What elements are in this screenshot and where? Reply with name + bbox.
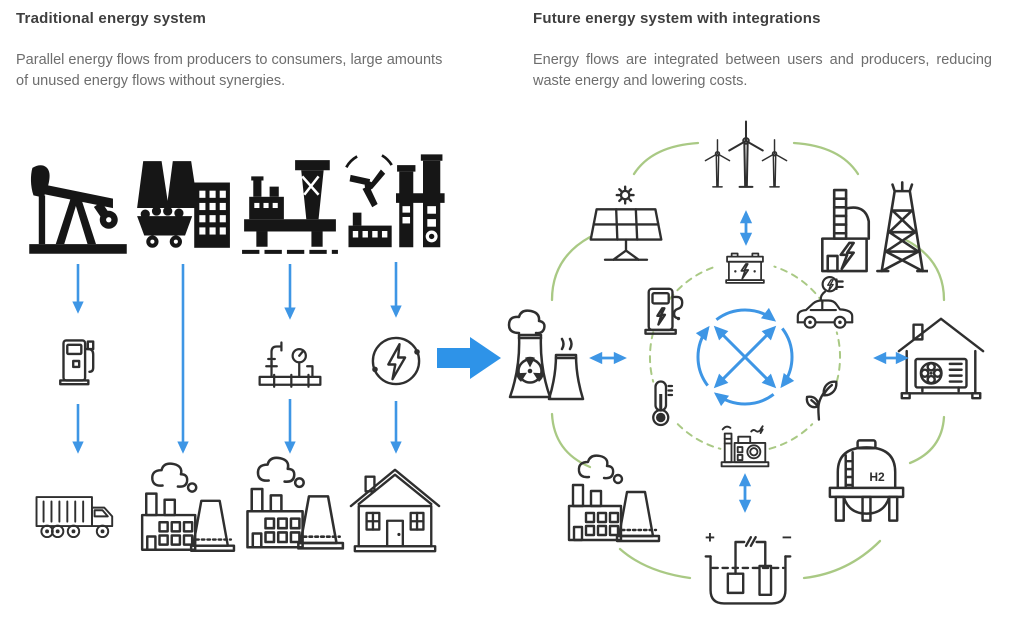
factory-icon	[567, 454, 661, 543]
power-plant-grid-icon	[820, 181, 928, 273]
battery-storage-icon	[724, 252, 766, 285]
thermometer-heat-icon	[651, 380, 674, 427]
gas-pipeline-icon	[258, 341, 322, 388]
electrolyzer-icon	[704, 535, 792, 605]
electrolyzer-minus-label: −	[782, 528, 792, 547]
wind-farm-icon	[705, 122, 786, 187]
traditional-system	[29, 152, 446, 553]
parallel-flow-arrows	[72, 262, 402, 454]
bioenergy-sprout-icon	[805, 380, 838, 421]
future-description: Energy flows are integrated between user…	[533, 52, 992, 89]
traditional-description: Parallel energy flows from producers to …	[16, 52, 443, 89]
oil-pump-jack-icon	[29, 165, 127, 254]
factory-icon	[246, 456, 345, 550]
house-icon	[349, 468, 441, 553]
future-title: Future energy system with integrations	[533, 10, 821, 27]
cargo-truck-icon	[35, 495, 114, 539]
hydrogen-tank-icon	[828, 439, 905, 522]
electricity-icon	[371, 336, 421, 386]
fuel-station-icon	[58, 338, 95, 386]
coal-power-plant-icon	[137, 161, 230, 248]
nuclear-plant-icon	[507, 309, 585, 401]
traditional-title: Traditional energy system	[16, 10, 207, 27]
offshore-oil-rig-icon	[240, 158, 340, 256]
green-inner-ring	[649, 265, 841, 450]
electrolyzer-plus-label: +	[705, 528, 715, 547]
integration-arrows	[589, 210, 909, 513]
central-exchange-arrows	[695, 307, 795, 407]
industrial-plant-icon	[720, 425, 770, 468]
future-system: H2 + −	[507, 122, 985, 605]
heat-pump-house-icon	[897, 317, 985, 400]
hydrogen-tank-label: H2	[869, 470, 885, 484]
green-outer-connectors	[550, 141, 946, 580]
factory-icon	[140, 462, 236, 553]
transition-arrow	[437, 337, 501, 379]
solar-panel-icon	[589, 185, 663, 262]
ev-charging-station-icon	[643, 287, 684, 336]
power-plant-mix-icon	[344, 152, 446, 249]
